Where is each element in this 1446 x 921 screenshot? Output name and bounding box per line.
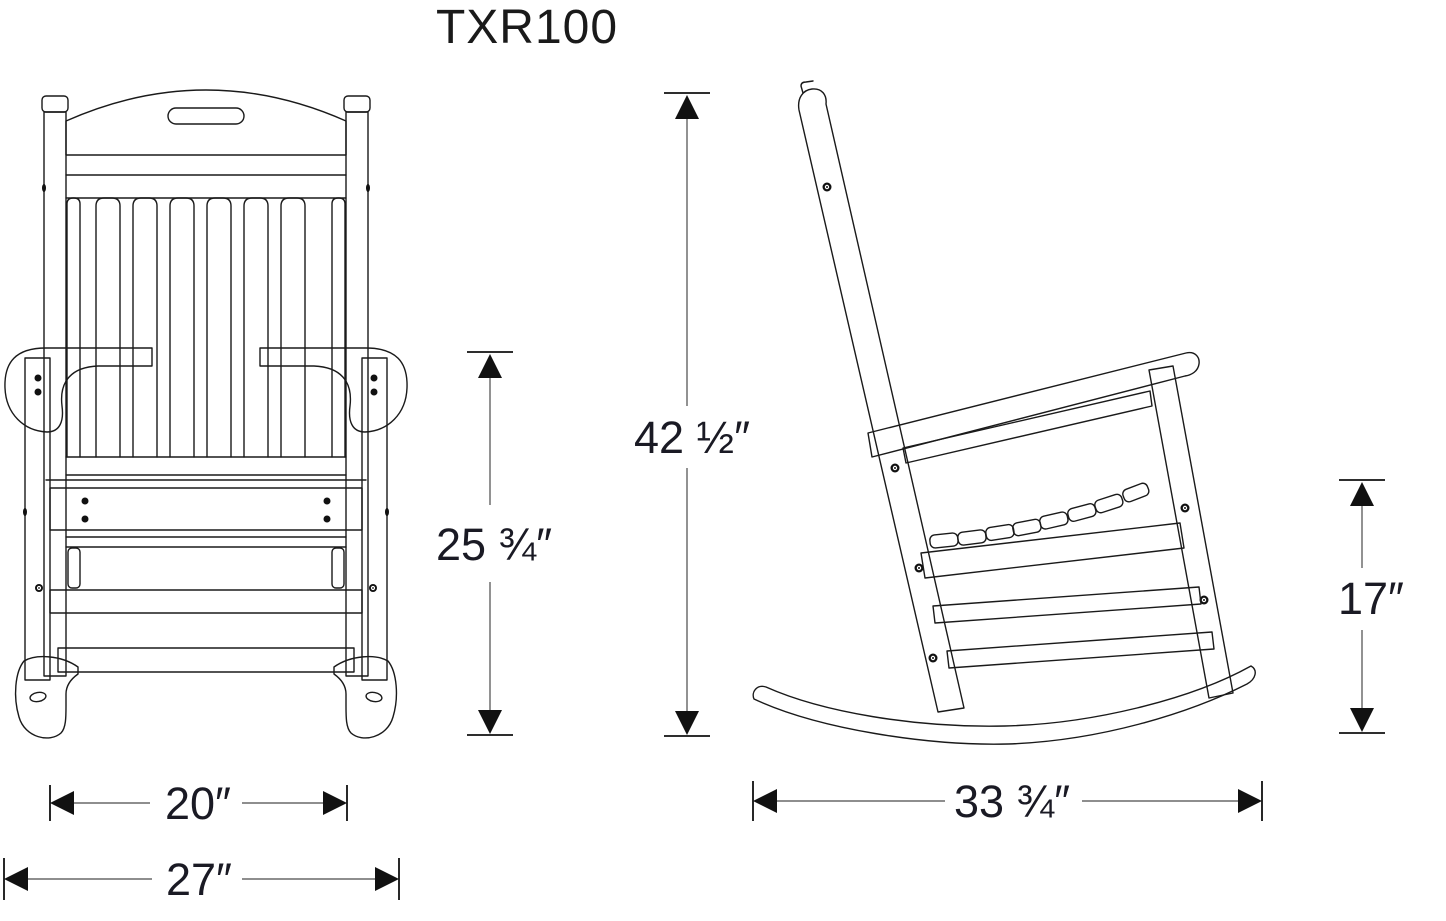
arrowhead-up-icon	[1350, 482, 1374, 506]
post-top-notch	[800, 80, 814, 94]
back-slats	[66, 197, 346, 458]
arrowhead-down-icon	[478, 710, 502, 734]
arrowhead-up-icon	[675, 95, 699, 119]
front-leg	[24, 357, 51, 681]
arrowhead-down-icon	[675, 711, 699, 735]
arrowhead-right-icon	[375, 867, 399, 891]
screw	[323, 515, 331, 523]
headrest	[65, 89, 347, 156]
side-view-drawing	[752, 80, 1256, 745]
edge-peg	[23, 508, 27, 516]
back-post	[797, 88, 965, 713]
screw	[81, 515, 89, 523]
arrowhead-left-icon	[753, 789, 777, 813]
screw	[35, 584, 43, 592]
edge-peg	[42, 184, 46, 192]
arrowhead-left-icon	[4, 867, 28, 891]
stretchers	[49, 589, 363, 673]
dim-seat-width: 20″	[49, 778, 348, 829]
screw	[323, 497, 331, 505]
arrowhead-right-icon	[1238, 789, 1262, 813]
stretcher-side	[932, 586, 1202, 624]
leg-screws	[1180, 503, 1209, 605]
seat-slats-side	[929, 482, 1150, 549]
seat-height-label: 17″	[1338, 573, 1404, 624]
armrest-side	[867, 351, 1200, 458]
arrowhead-up-icon	[478, 354, 502, 378]
back-rails	[65, 174, 347, 476]
arrowhead-right-icon	[323, 791, 347, 815]
handle-cutout	[167, 107, 245, 125]
rocker-hole	[29, 691, 47, 703]
stretcher-side	[946, 631, 1215, 669]
post-screws	[822, 182, 938, 663]
front-view-left-side	[4, 95, 153, 739]
overall-depth-label: 33 ¾″	[954, 776, 1070, 827]
front-view-drawing	[4, 89, 408, 739]
dim-arm-height: 25 ¾″	[436, 351, 552, 736]
rocker-foot	[14, 655, 79, 739]
overall-width-label: 27″	[166, 854, 232, 905]
arm-height-label: 25 ¾″	[436, 519, 552, 570]
seat-width-label: 20″	[165, 778, 231, 829]
seat-apron-side	[920, 522, 1185, 579]
dim-overall-depth: 33 ¾″	[752, 776, 1263, 827]
post-cap	[41, 95, 69, 113]
dim-seat-height: 17″	[1338, 479, 1404, 734]
dim-overall-height: 42 ½″	[634, 92, 750, 737]
dim-overall-width: 27″	[3, 854, 400, 905]
arm-support-rail	[902, 390, 1153, 464]
seat-support	[67, 547, 81, 589]
seat-front	[45, 479, 367, 548]
arrowhead-down-icon	[1350, 708, 1374, 732]
arrowhead-left-icon	[50, 791, 74, 815]
screw	[34, 388, 42, 396]
screw	[81, 497, 89, 505]
model-number-title: TXR100	[435, 1, 619, 54]
rocker-runner	[752, 665, 1256, 745]
screw	[34, 374, 42, 382]
rear-post	[43, 111, 67, 677]
front-leg-side	[1148, 365, 1234, 699]
overall-height-label: 42 ½″	[634, 412, 750, 463]
armrest	[4, 347, 153, 433]
